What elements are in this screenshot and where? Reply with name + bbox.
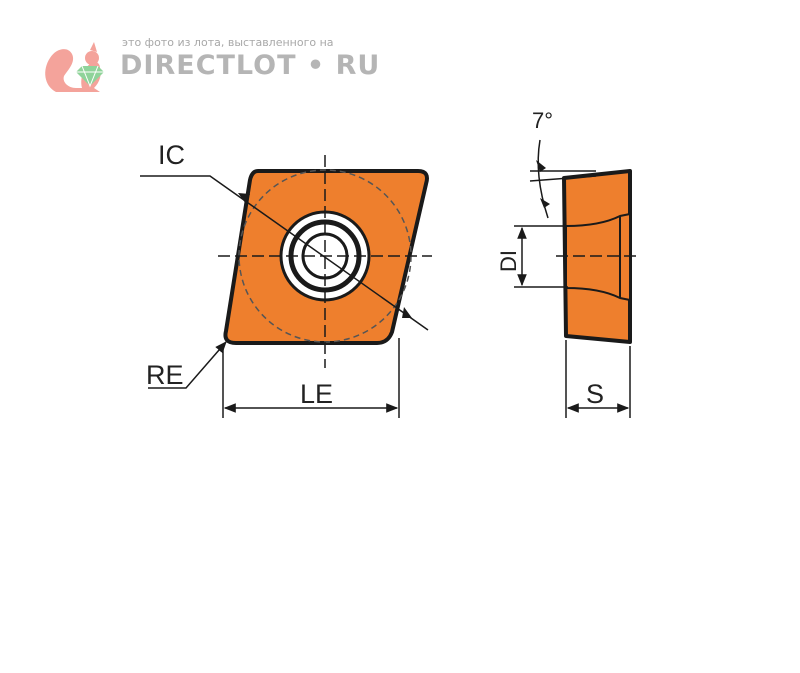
re-leader	[148, 341, 227, 389]
watermark: это фото из лота, выставленного на DIREC…	[42, 36, 379, 96]
insert-side-view: DI S 7°	[496, 108, 640, 418]
hole-section	[565, 212, 631, 302]
angle-ref-flank	[529, 175, 597, 182]
label-di: DI	[496, 250, 521, 272]
label-angle: 7°	[532, 108, 553, 133]
label-re: RE	[146, 360, 184, 390]
label-s: S	[586, 379, 604, 409]
gem-icon	[76, 66, 104, 86]
squirrel-logo-icon	[45, 42, 104, 92]
watermark-caption: это фото из лота, выставленного на	[122, 36, 334, 49]
ic-leader	[140, 175, 429, 331]
label-le: LE	[300, 379, 333, 409]
label-ic: IC	[158, 140, 185, 170]
watermark-name: DIRECTLOT • RU	[120, 50, 381, 81]
angle-arc	[537, 139, 549, 219]
insert-top-view: IC RE LE	[140, 140, 432, 418]
